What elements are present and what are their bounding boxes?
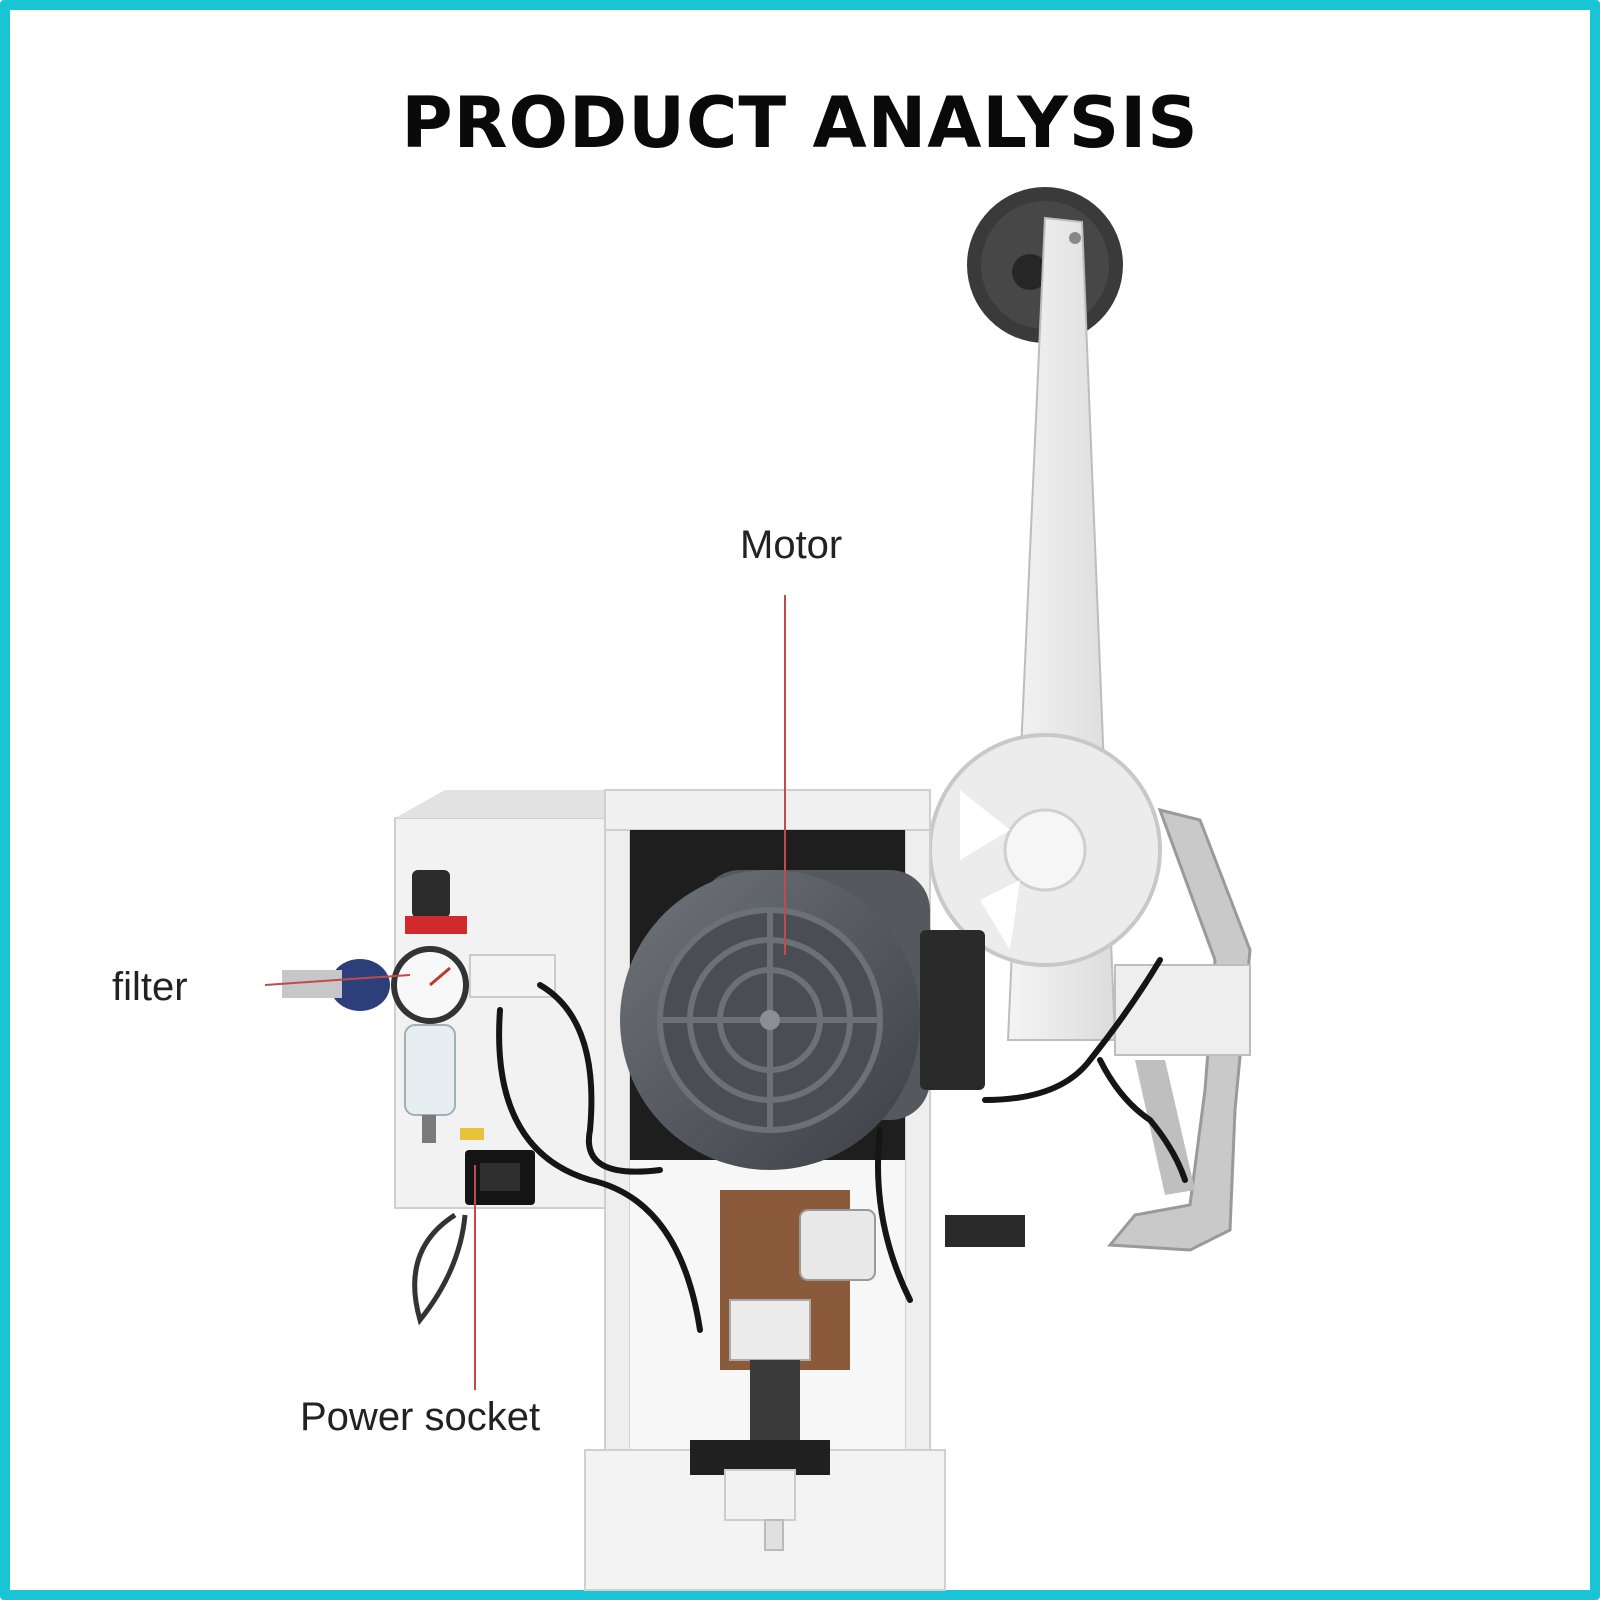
page-title: PRODUCT ANALYSIS bbox=[401, 82, 1199, 164]
cables bbox=[496, 957, 1188, 1333]
power-cord-loop bbox=[412, 1212, 468, 1326]
filter-regulator bbox=[282, 870, 556, 1143]
crimp-mechanism bbox=[690, 1190, 1025, 1551]
filter-label: filter bbox=[112, 965, 188, 1009]
motor-label: Motor bbox=[740, 523, 843, 567]
motor-body bbox=[620, 870, 985, 1170]
power-socket-label: Power socket bbox=[300, 1395, 541, 1439]
filter-leader-line bbox=[264, 974, 411, 986]
white-spool bbox=[928, 733, 1162, 967]
